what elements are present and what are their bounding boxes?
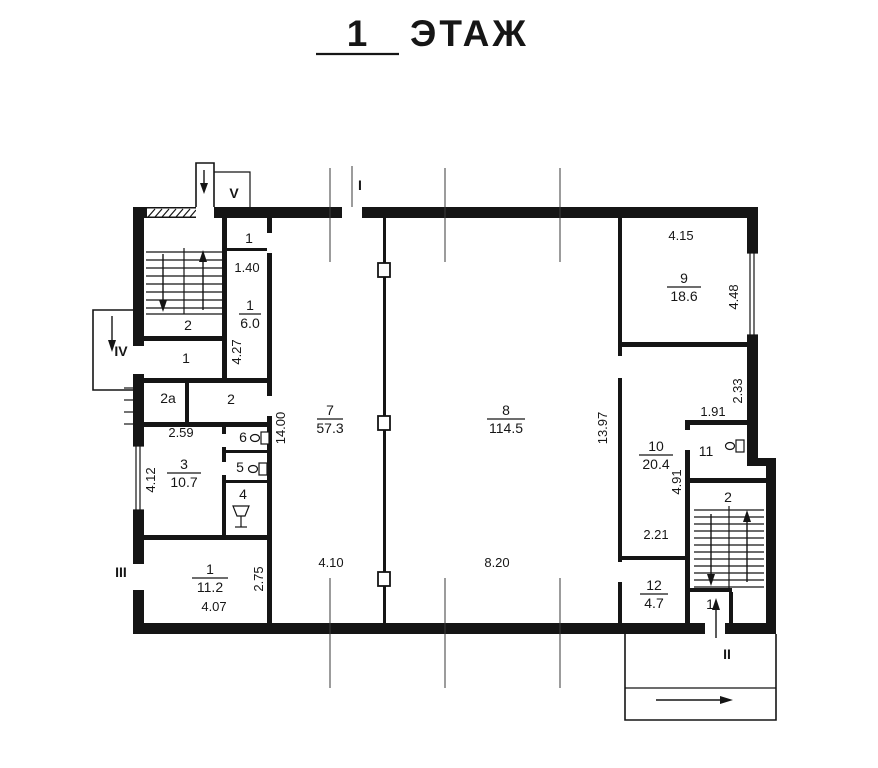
dim-2-59: 2.59 (168, 425, 193, 440)
room6-number: 6 (239, 429, 247, 445)
structural-columns (377, 262, 391, 587)
entrance-labels: I II III IV V (114, 177, 731, 662)
dim-8-20: 8.20 (484, 555, 509, 570)
room1-11-area: 11.2 (197, 579, 223, 595)
stairs-top-left (146, 248, 222, 315)
room8-area: 114.5 (489, 420, 523, 436)
dim-4-12: 4.12 (143, 467, 158, 492)
vestibule-top-number: 1 (245, 230, 253, 246)
toilet-room5-icon (247, 462, 268, 476)
room3-area: 10.7 (170, 474, 197, 490)
room1-6-number: 1 (246, 297, 254, 313)
floor-title: 1 ЭТАЖ (316, 13, 529, 56)
room5-number: 5 (236, 459, 244, 475)
room1-left-number: 1 (182, 350, 190, 366)
room12-number: 12 (646, 577, 662, 593)
room1-6-area: 6.0 (240, 315, 260, 331)
interior-partitions (144, 218, 766, 623)
room7-number: 7 (326, 402, 334, 418)
dim-4-15: 4.15 (668, 228, 693, 243)
dim-4-27: 4.27 (229, 339, 244, 364)
toilet-room6-icon (249, 431, 270, 445)
room12-area: 4.7 (644, 595, 664, 611)
door-openings (133, 207, 725, 634)
room8-number: 8 (502, 402, 510, 418)
toilet-room11-icon (724, 439, 745, 453)
room1-br-number: 1 (706, 596, 714, 612)
entrance-V-porch (195, 162, 251, 207)
entrance-I-label: I (358, 177, 362, 193)
dim-14-00: 14.00 (273, 412, 288, 445)
window-left-room3 (133, 445, 144, 511)
entrance-III-label: III (115, 564, 127, 580)
sink-room4-icon (232, 505, 250, 528)
hatched-wall-segment (147, 208, 197, 218)
radiator-ticks-left (124, 387, 133, 425)
stair-br-number: 2 (724, 489, 732, 505)
entrance-structures (92, 162, 777, 721)
dim-1-40: 1.40 (234, 260, 259, 275)
room3-number: 3 (180, 456, 188, 472)
entrance-IV-porch (92, 309, 133, 391)
dim-2-75: 2.75 (251, 566, 266, 591)
room-labels: 1 2 1 6.0 1 2а 2 3 10.7 6 5 4 1 11.2 7 5… (160, 230, 732, 612)
dim-4-91: 4.91 (669, 469, 684, 494)
entrance-V-label: V (229, 185, 239, 201)
dim-4-48: 4.48 (726, 284, 741, 309)
stairs-bottom-right (694, 506, 764, 590)
axis-lines (329, 166, 561, 688)
dim-4-10: 4.10 (318, 555, 343, 570)
dimension-labels: 1.40 4.27 2.59 4.12 14.00 4.10 8.20 13.9… (143, 228, 745, 614)
floor-title-number: 1 (347, 13, 368, 54)
windows (124, 252, 758, 511)
floor-title-word: ЭТАЖ (410, 13, 529, 54)
room10-area: 20.4 (642, 456, 669, 472)
room2a-number: 2а (160, 390, 176, 406)
stair-tl-number: 2 (184, 317, 192, 333)
room9-number: 9 (680, 270, 688, 286)
dim-13-97: 13.97 (595, 412, 610, 445)
dim-2-21: 2.21 (643, 527, 668, 542)
room1-11-number: 1 (206, 561, 214, 577)
room2-mid-number: 2 (227, 391, 235, 407)
dim-2-33: 2.33 (730, 378, 745, 403)
room10-number: 10 (648, 438, 664, 454)
entrance-IV-label: IV (114, 343, 128, 359)
sanitary-fixtures (232, 431, 745, 528)
dim-1-91: 1.91 (700, 404, 725, 419)
entrance-II-porch (624, 598, 777, 721)
room7-area: 57.3 (316, 420, 343, 436)
room11-number: 11 (699, 443, 714, 459)
window-right-room9 (747, 252, 758, 336)
room4-number: 4 (239, 486, 247, 502)
room9-area: 18.6 (670, 288, 697, 304)
entrance-II-label: II (723, 646, 731, 662)
dim-4-07: 4.07 (201, 599, 226, 614)
